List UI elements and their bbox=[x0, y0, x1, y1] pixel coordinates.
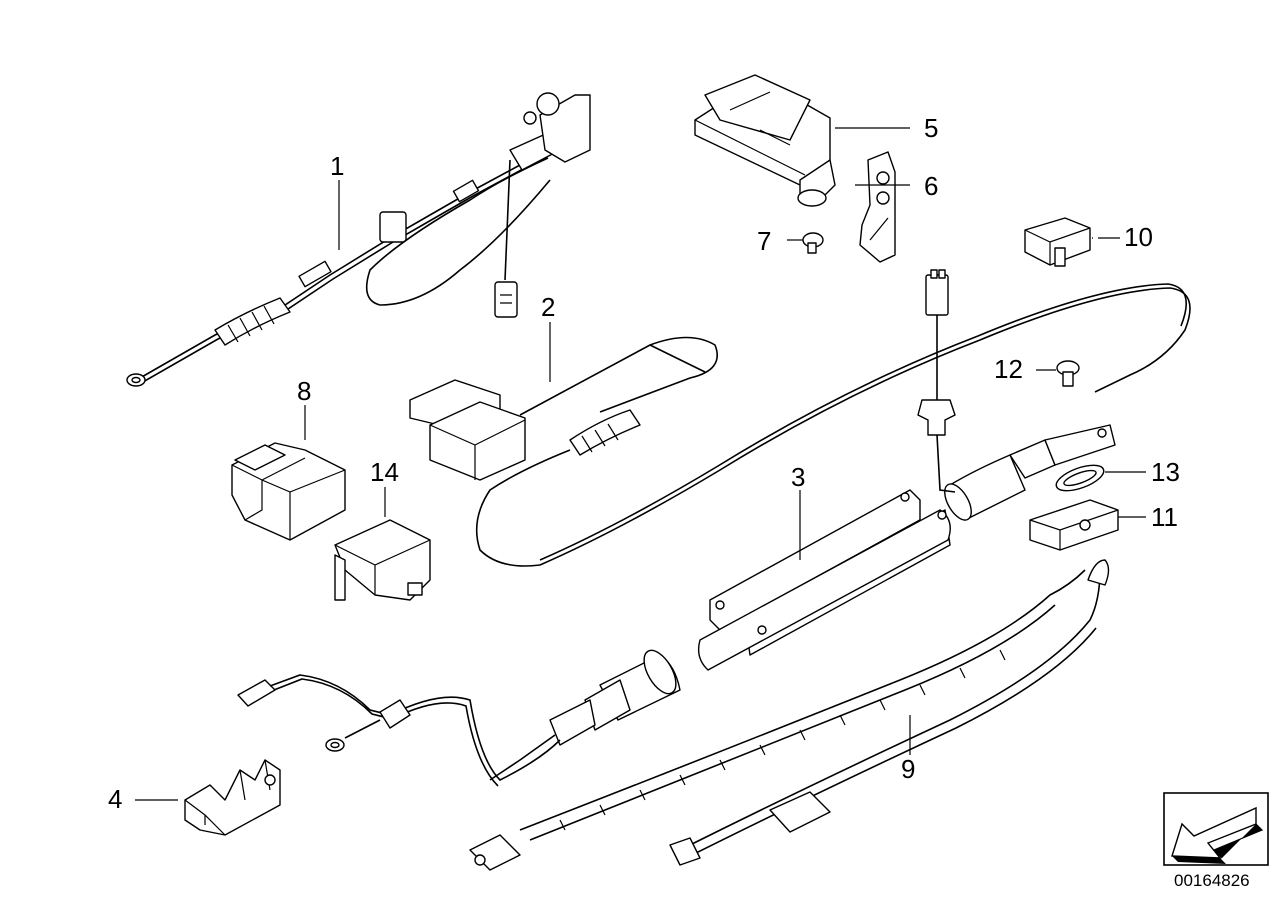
callout-2: 2 bbox=[541, 292, 555, 322]
part-9-straps bbox=[469, 559, 1110, 871]
bowden-cable-loop-inner bbox=[539, 283, 1188, 561]
part-4-clip bbox=[184, 759, 281, 836]
part-13-grommet bbox=[1055, 464, 1105, 492]
part-3-actuator bbox=[489, 424, 1116, 781]
part-8-housing bbox=[231, 442, 346, 541]
callout-11: 11 bbox=[1151, 502, 1178, 532]
callout-10: 10 bbox=[1124, 222, 1153, 252]
part-5-module bbox=[694, 74, 836, 207]
part-2-cable bbox=[409, 336, 718, 567]
part-12-pin bbox=[1056, 360, 1080, 387]
callout-7: 7 bbox=[757, 226, 771, 256]
bowden-cable-loop bbox=[539, 287, 1191, 566]
upper-connector bbox=[917, 269, 956, 493]
part-14-cover bbox=[334, 519, 431, 601]
callout-14: 14 bbox=[370, 457, 399, 487]
callout-9: 9 bbox=[901, 754, 915, 784]
callout-4: 4 bbox=[108, 784, 122, 814]
bottom-left-arrow-icon[interactable] bbox=[1163, 792, 1269, 866]
callout-1: 1 bbox=[330, 151, 344, 181]
part-7-screw bbox=[802, 232, 824, 254]
callout-6: 6 bbox=[924, 171, 938, 201]
part-10-clip bbox=[1024, 217, 1091, 267]
callout-3: 3 bbox=[791, 462, 805, 492]
part-11-holder bbox=[1029, 499, 1119, 551]
part-6-bracket bbox=[859, 151, 896, 263]
lower-left-harness bbox=[237, 674, 561, 787]
callout-12: 12 bbox=[994, 354, 1023, 384]
callout-8: 8 bbox=[297, 376, 311, 406]
leader-lines bbox=[135, 127, 1146, 801]
callout-13: 13 bbox=[1151, 457, 1180, 487]
image-code: 00164826 bbox=[1174, 871, 1250, 890]
callout-5: 5 bbox=[924, 113, 938, 143]
part-1-cable bbox=[126, 92, 591, 387]
